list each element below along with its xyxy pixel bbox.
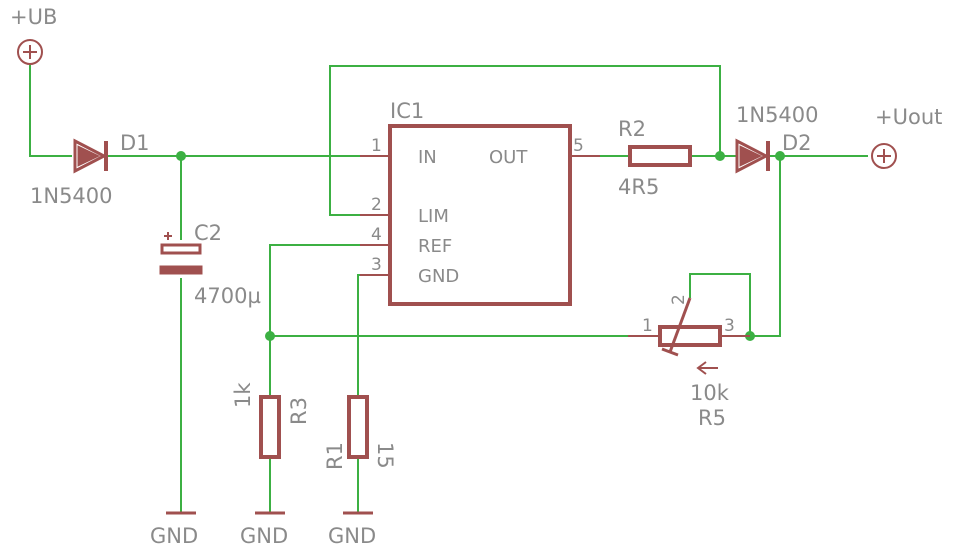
ic1-pin-out-label: OUT [489, 147, 528, 168]
potentiometer-r5: 1 3 2 10k R5 [628, 294, 750, 430]
junction-d2-r5 [775, 151, 785, 161]
supply-ub-symbol [17, 39, 43, 65]
capacitor-c2-plate-bottom [159, 265, 203, 275]
wire-ub-d1 [29, 64, 72, 157]
wire-ref [269, 244, 390, 336]
ground-3-label: GND [328, 524, 376, 548]
capacitor-c2-plate-top [160, 243, 202, 255]
diode-d2-body [739, 145, 763, 167]
ic1-pin-gnd-label: GND [418, 266, 459, 287]
supply-uout: +Uout [871, 105, 942, 169]
diode-d1-value: 1N5400 [30, 184, 113, 208]
resistor-r3: 1k R3 [231, 382, 311, 459]
diode-d1-name: D1 [120, 131, 150, 155]
junction-r2-d2 [715, 151, 725, 161]
diode-d2: 1N5400 D2 [735, 103, 819, 174]
resistor-r2-name: R2 [618, 117, 646, 141]
r5-pin3-num: 3 [724, 316, 735, 336]
r5-pin2-num: 2 [669, 294, 689, 305]
ground-1-label: GND [150, 524, 198, 548]
resistor-r1-body [347, 395, 369, 459]
ic1-pin-ref-label: REF [418, 236, 452, 257]
r5-value: 10k [690, 381, 730, 405]
diode-d2-name: D2 [782, 131, 812, 155]
ic1-name: IC1 [390, 99, 424, 123]
resistor-r1-value: 15 [373, 442, 397, 469]
capacitor-c2-name: C2 [194, 221, 222, 245]
diode-d2-triangle [735, 138, 770, 174]
supply-ub-label: +UB [10, 5, 57, 29]
junctions [176, 151, 785, 341]
r5-wiper [668, 297, 692, 353]
resistor-r3-body [259, 395, 281, 459]
supply-ub: +UB [10, 5, 57, 65]
resistor-r3-name: R3 [287, 397, 311, 425]
diode-d1: D1 1N5400 [30, 131, 150, 208]
ic1-pin2-num: 2 [371, 195, 382, 215]
supply-uout-symbol [871, 143, 897, 169]
ground-1: GND [150, 511, 198, 548]
resistor-r2-body [628, 145, 692, 167]
wire-r5-wiper [689, 273, 751, 336]
junction-d1-c2 [176, 151, 186, 161]
supply-uout-label: +Uout [875, 105, 942, 129]
diode-d1-body [77, 145, 101, 167]
wires [29, 64, 868, 512]
capacitor-c2-value: 4700µ [194, 284, 261, 308]
ground-2-label: GND [240, 524, 288, 548]
r5-name: R5 [698, 406, 726, 430]
ic1: IC1 1 2 4 3 5 IN OUT LIM REF GND [360, 99, 600, 306]
ic1-pin-lim-label: LIM [418, 206, 449, 227]
capacitor-c2: C2 4700µ [159, 221, 261, 308]
resistor-r1: R1 15 [323, 395, 397, 470]
resistor-r2: R2 4R5 [618, 117, 692, 199]
wire-lim-loop [329, 65, 721, 216]
diode-d1-triangle [73, 138, 108, 174]
r5-wiper-foot [661, 347, 679, 357]
junction-ref-r3 [265, 331, 275, 341]
ground-3: GND [328, 511, 376, 548]
r5-pin1-num: 1 [642, 316, 653, 336]
ic1-pin1-num: 1 [371, 136, 382, 156]
ic1-pin-in-label: IN [418, 147, 437, 168]
resistor-r1-name: R1 [323, 442, 347, 470]
ic1-pin3-num: 3 [371, 255, 382, 275]
wire-uout-r5 [750, 156, 781, 337]
resistor-r2-value: 4R5 [618, 175, 659, 199]
ic1-body [388, 124, 572, 306]
diode-d2-value: 1N5400 [736, 103, 819, 127]
resistor-r3-value: 1k [231, 382, 255, 408]
ground-2: GND [240, 511, 288, 548]
r5-arrow-head [696, 361, 707, 375]
ic1-pin5-num: 5 [573, 136, 584, 156]
ic1-pin4-num: 4 [371, 225, 382, 245]
r5-body [658, 325, 722, 347]
